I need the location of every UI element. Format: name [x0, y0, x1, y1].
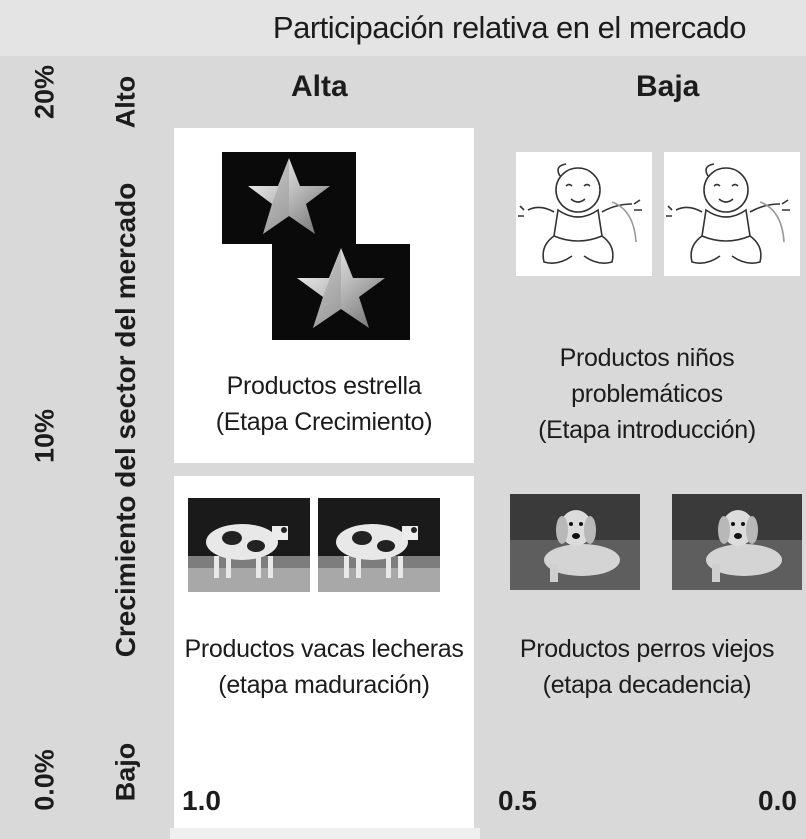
problem-child-caption-line3: (Etapa introducción) — [538, 416, 756, 444]
cash-cow-caption: Productos vacas lecheras (etapa maduraci… — [174, 631, 474, 703]
column-header-high: Alta — [291, 70, 348, 103]
cow-icon-2 — [318, 498, 440, 592]
x-tick-high: 1.0 — [182, 785, 221, 816]
star-icon — [222, 152, 410, 340]
pct-high: 20% — [29, 64, 60, 120]
dog-icon-2 — [672, 494, 802, 590]
percent-axis: 20% 10% 0.0% — [0, 60, 90, 839]
quadrant-problem-child: Productos niños problemáticos (Etapa int… — [488, 128, 806, 463]
level-low: Bajo — [110, 742, 141, 802]
dog-caption: Productos perros viejos (etapa decadenci… — [488, 631, 806, 703]
column-header-low: Baja — [636, 70, 700, 103]
growth-axis: Alto Crecimiento del sector del mercado … — [96, 60, 156, 839]
cash-cow-caption-line2: (etapa maduración) — [218, 671, 430, 699]
problem-child-caption-line1: Productos niños — [559, 344, 735, 372]
star-caption-line2: (Etapa Crecimiento) — [215, 408, 433, 436]
growth-axis-label: Crecimiento del sector del mercado — [110, 182, 141, 658]
cash-cow-caption-line1: Productos vacas lecheras — [184, 635, 464, 663]
cow-icon — [188, 498, 310, 592]
x-tick-mid: 0.5 — [498, 785, 537, 816]
x-tick-low: 0.0 — [758, 785, 797, 816]
quadrant-dog: Productos perros viejos (etapa decadenci… — [488, 476, 806, 828]
pct-low: 0.0% — [29, 749, 60, 811]
baby-icon — [516, 152, 652, 276]
top-header: Participación relativa en el mercado — [0, 0, 806, 56]
baby-icon-2 — [664, 152, 800, 276]
header-title: Participación relativa en el mercado — [272, 10, 747, 45]
problem-child-caption-line2: problemáticos — [571, 380, 723, 408]
level-high: Alto — [110, 75, 141, 129]
star-caption: Productos estrella (Etapa Crecimiento) — [174, 368, 474, 440]
bottom-strip — [170, 828, 480, 839]
star-caption-line1: Productos estrella — [226, 372, 422, 400]
pct-mid: 10% — [29, 408, 60, 464]
quadrant-star: Productos estrella (Etapa Crecimiento) — [174, 128, 474, 463]
dog-icon — [510, 494, 640, 590]
problem-child-caption: Productos niños problemáticos (Etapa int… — [488, 340, 806, 448]
quadrant-cash-cow: Productos vacas lecheras (etapa maduraci… — [174, 476, 474, 828]
dog-caption-line2: (etapa decadencia) — [542, 671, 752, 699]
dog-caption-line1: Productos perros viejos — [519, 635, 775, 663]
